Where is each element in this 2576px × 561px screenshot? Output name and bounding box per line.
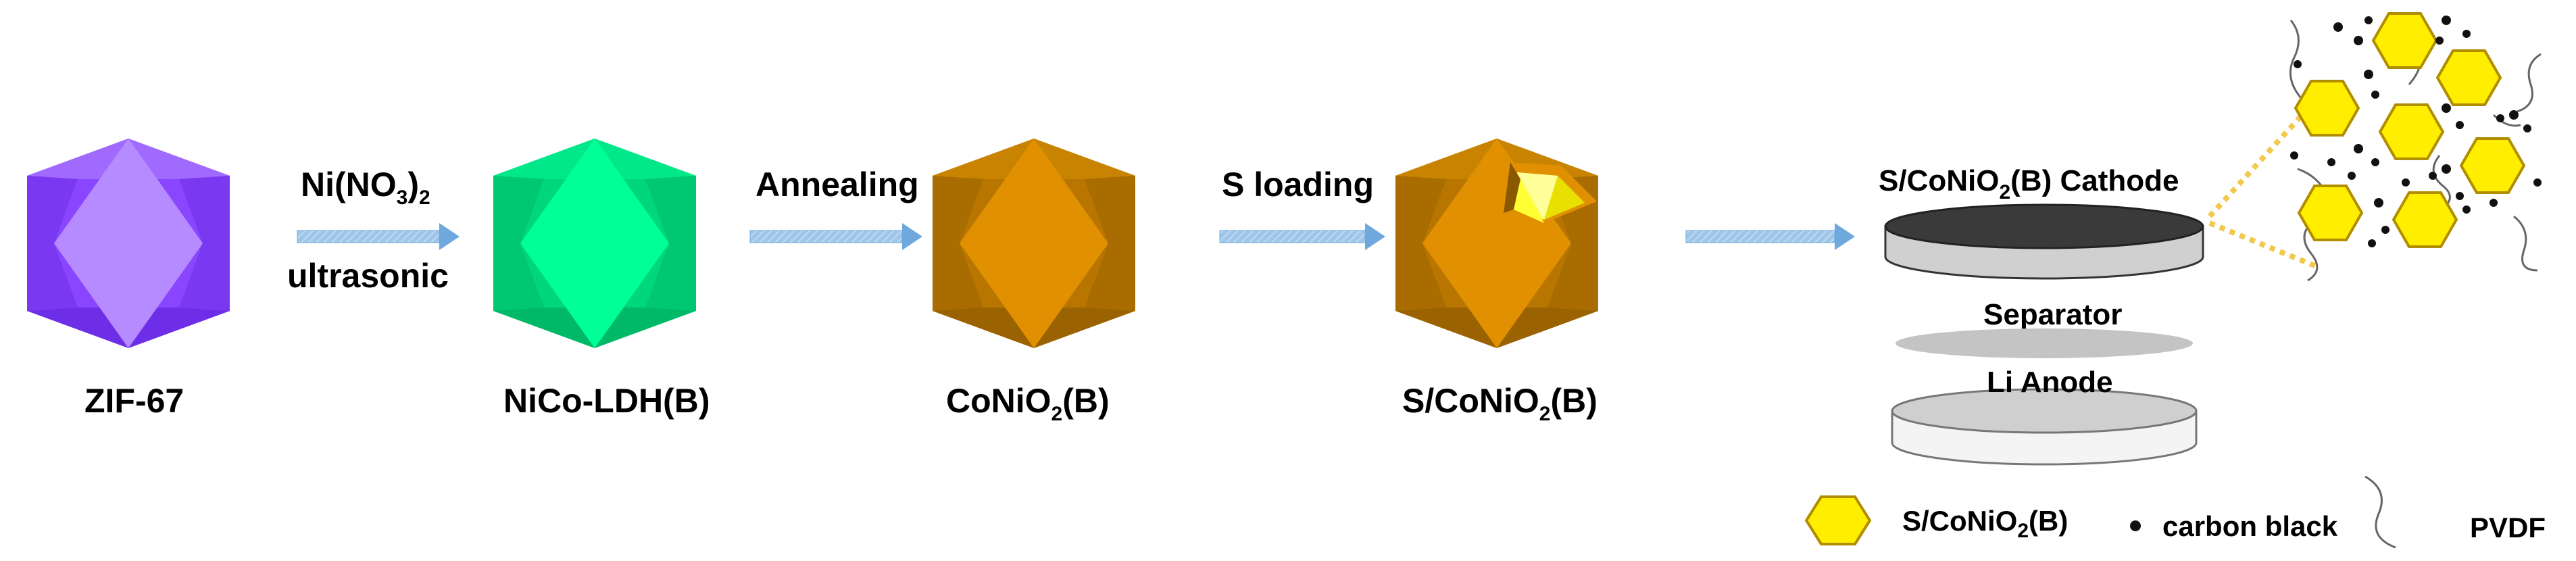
step1-bottom-label: ultrasonic — [287, 257, 449, 295]
nico-ldh-polyhedron — [493, 139, 696, 348]
s-conio2-label: S/CoNiO2(B) — [1402, 382, 1597, 425]
legend-hexagon-label: S/CoNiO2(B) — [1902, 505, 2068, 542]
legend-dot-icon — [2130, 520, 2141, 531]
legend-line-icon — [2364, 475, 2396, 549]
cathode-label: S/CoNiO2(B) Cathode — [1879, 164, 2179, 203]
s-conio2-polyhedron — [1395, 139, 1598, 348]
zif67-label: ZIF-67 — [84, 382, 184, 420]
cathode-composite-zoom — [2289, 12, 2542, 282]
step2-label: Annealing — [756, 166, 919, 203]
step3-label: S loading — [1222, 166, 1374, 203]
arrow-1 — [297, 223, 460, 250]
legend-dot-label: carbon black — [2162, 510, 2338, 542]
conio2-label: CoNiO2(B) — [946, 382, 1110, 425]
cathode-disc — [1884, 203, 2204, 280]
separator-label: Separator — [1983, 298, 2122, 331]
zoom-line-top — [2208, 99, 2317, 218]
legend: S/CoNiO2(B) carbon black PVDF — [1804, 475, 2546, 549]
zoom-line-bottom — [2208, 220, 2319, 270]
zif67-polyhedron — [27, 139, 230, 348]
arrow-3 — [1219, 223, 1385, 250]
nico-ldh-label: NiCo-LDH(B) — [503, 382, 710, 420]
legend-line-label: PVDF — [2470, 512, 2546, 543]
arrow-2 — [749, 223, 922, 250]
conio2-polyhedron — [933, 139, 1135, 348]
legend-hexagon-icon — [1804, 495, 1872, 545]
anode-label: Li Anode — [1987, 366, 2113, 399]
arrow-4 — [1685, 223, 1855, 250]
step1-top-label: Ni(NO3)2 — [301, 166, 430, 209]
separator-disc — [1896, 328, 2193, 358]
anode-disc — [1891, 388, 2198, 466]
